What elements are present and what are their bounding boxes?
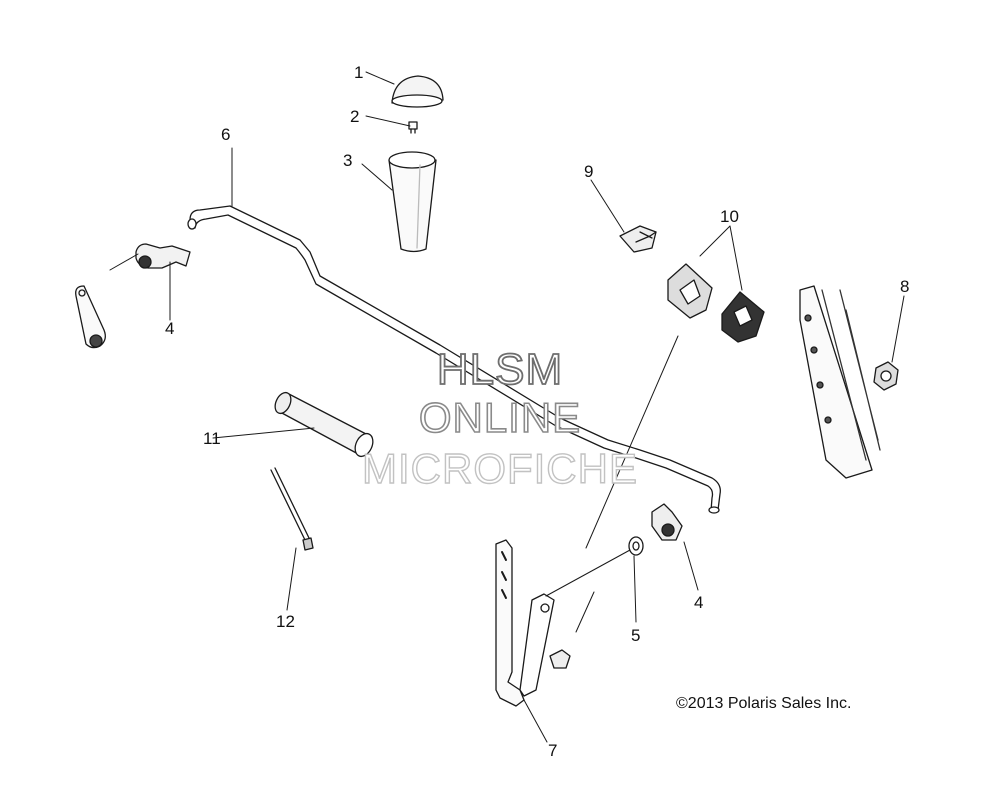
callout-3: 3 [343, 151, 353, 170]
callout-1: 1 [354, 63, 364, 82]
callout-5: 5 [631, 626, 641, 645]
callout-12: 12 [276, 612, 295, 631]
part-bushing-set [667, 263, 765, 343]
part-shift-rod [187, 205, 721, 514]
part-screw [408, 121, 418, 134]
callout-7: 7 [548, 741, 558, 760]
part-nut [873, 361, 899, 391]
part-clip-right [651, 503, 683, 541]
callout-11: 11 [203, 429, 221, 448]
part-cap [391, 75, 444, 108]
callout-6: 6 [221, 125, 231, 144]
callout-8: 8 [900, 277, 910, 296]
part-clip-left [135, 243, 191, 269]
part-lever-arm-left [75, 285, 106, 349]
callout-9: 9 [584, 162, 594, 181]
part-washer [628, 536, 644, 556]
callout-4-right: 4 [694, 593, 704, 612]
watermark-line-2: ONLINE [418, 394, 582, 441]
watermark-line-1: HLSM [436, 345, 564, 394]
leader-lines [109, 71, 905, 743]
watermark-line-3: MICROFICHE [361, 445, 638, 492]
part-shift-lever [495, 539, 571, 707]
callout-4-left: 4 [165, 319, 175, 338]
part-bolt [619, 225, 657, 253]
copyright-notice: ©2013 Polaris Sales Inc. [676, 695, 852, 712]
part-mount-bracket [799, 285, 881, 479]
callout-2: 2 [350, 107, 360, 126]
part-pin [270, 467, 314, 551]
callout-10: 10 [720, 207, 739, 226]
part-grip-tube [274, 391, 374, 458]
part-shift-knob [388, 151, 437, 253]
